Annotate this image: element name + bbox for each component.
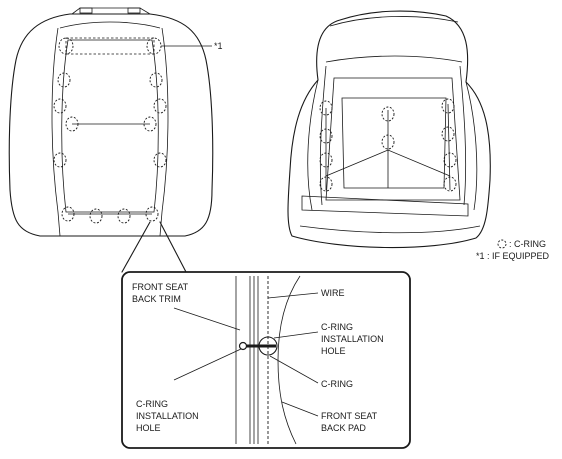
pad-label-leader: [281, 401, 319, 417]
c-ring: [53, 98, 67, 114]
wire-label: WIRE: [321, 288, 345, 298]
hole-right-label-leader: [273, 331, 319, 339]
c-ring-label-leader: [269, 355, 319, 384]
headrest-guide-left: [79, 7, 93, 14]
legend-if-equipped: *1 : IF EQUIPPED: [476, 251, 550, 261]
trim-left-seam: [51, 27, 59, 213]
front-seat-back-trim-label: BACK TRIM: [132, 294, 181, 304]
c-ring: [443, 152, 457, 168]
front-seat-back-trim-label: FRONT SEAT: [132, 282, 189, 292]
wire-label-leader: [267, 292, 319, 299]
trim-c-rings: [53, 37, 167, 224]
c-ring: [441, 98, 455, 114]
c-ring: [319, 128, 333, 144]
detail-callout-connector: [121, 221, 187, 273]
c-ring-legend-icon: [497, 239, 507, 249]
front-seat-back-pad-label: BACK PAD: [321, 423, 366, 433]
c-ring: [381, 134, 395, 150]
installation-hole-mark: [238, 341, 248, 351]
c-ring: [65, 116, 79, 132]
c-ring-installation-hole-label: HOLE: [321, 346, 346, 356]
c-ring: [319, 152, 333, 168]
trim-outline: [8, 13, 214, 237]
c-ring: [441, 126, 455, 142]
hole-left-label-leader: [173, 348, 242, 381]
c-ring: [153, 152, 167, 168]
seat-back-pad-illustration: [287, 10, 491, 249]
c-ring-installation-hole-left-label: INSTALLATION: [136, 411, 199, 421]
c-ring-hole-circle: [258, 336, 278, 356]
seat-back-trim-illustration: *1: [8, 7, 223, 237]
c-ring: [443, 176, 457, 192]
c-ring-installation-hole-left-label: C-RING: [136, 399, 168, 409]
pad-left-bolster: [307, 65, 327, 211]
c-ring: [53, 152, 67, 168]
c-ring: [319, 100, 333, 116]
optional-wire-frame: [65, 37, 155, 55]
if-equipped-marker: *1: [214, 41, 223, 51]
c-ring-installation-hole-label: INSTALLATION: [321, 334, 384, 344]
detail-view: FRONT SEAT BACK TRIM WIRE C-RING INSTALL…: [121, 271, 411, 449]
c-ring: [57, 72, 71, 88]
pad-bottom-lip: [299, 225, 481, 234]
headrest-guide-right: [127, 7, 141, 14]
pad-inner-back: [341, 97, 447, 189]
trim-center-panel: [61, 39, 159, 213]
trim-top-flap: [71, 7, 151, 15]
pad-inner-cavity: [325, 77, 461, 201]
c-ring: [117, 208, 131, 224]
pad-c-rings: [319, 98, 457, 192]
c-ring-installation-hole-left-label: HOLE: [136, 423, 161, 433]
c-ring: [145, 206, 159, 222]
trim-label-leader: [173, 307, 241, 331]
c-ring: [153, 98, 167, 114]
c-ring-label: C-RING: [321, 379, 353, 389]
legend-c-ring: : C-RING: [509, 239, 546, 249]
c-ring: [58, 37, 74, 55]
c-ring: [61, 206, 75, 222]
legend: : C-RING *1 : IF EQUIPPED: [476, 239, 550, 261]
trim-right-seam: [161, 27, 169, 213]
pad-top-ridge: [325, 16, 463, 63]
pad-edge-curve: [277, 275, 301, 445]
pad-outline: [287, 10, 491, 249]
front-seat-back-pad-label: FRONT SEAT: [321, 411, 378, 421]
pad-right-bolster: [459, 65, 478, 211]
trim-top-edge: [59, 21, 161, 29]
c-ring: [143, 116, 157, 132]
c-ring: [381, 106, 395, 122]
detail-frame: [121, 271, 411, 449]
pad-bottom-bar: [301, 195, 469, 217]
c-ring: [89, 208, 103, 224]
pad-cross-wires: [325, 149, 451, 188]
c-ring: [319, 176, 333, 192]
c-ring-installation-hole-label: C-RING: [321, 322, 353, 332]
c-ring: [149, 72, 163, 88]
